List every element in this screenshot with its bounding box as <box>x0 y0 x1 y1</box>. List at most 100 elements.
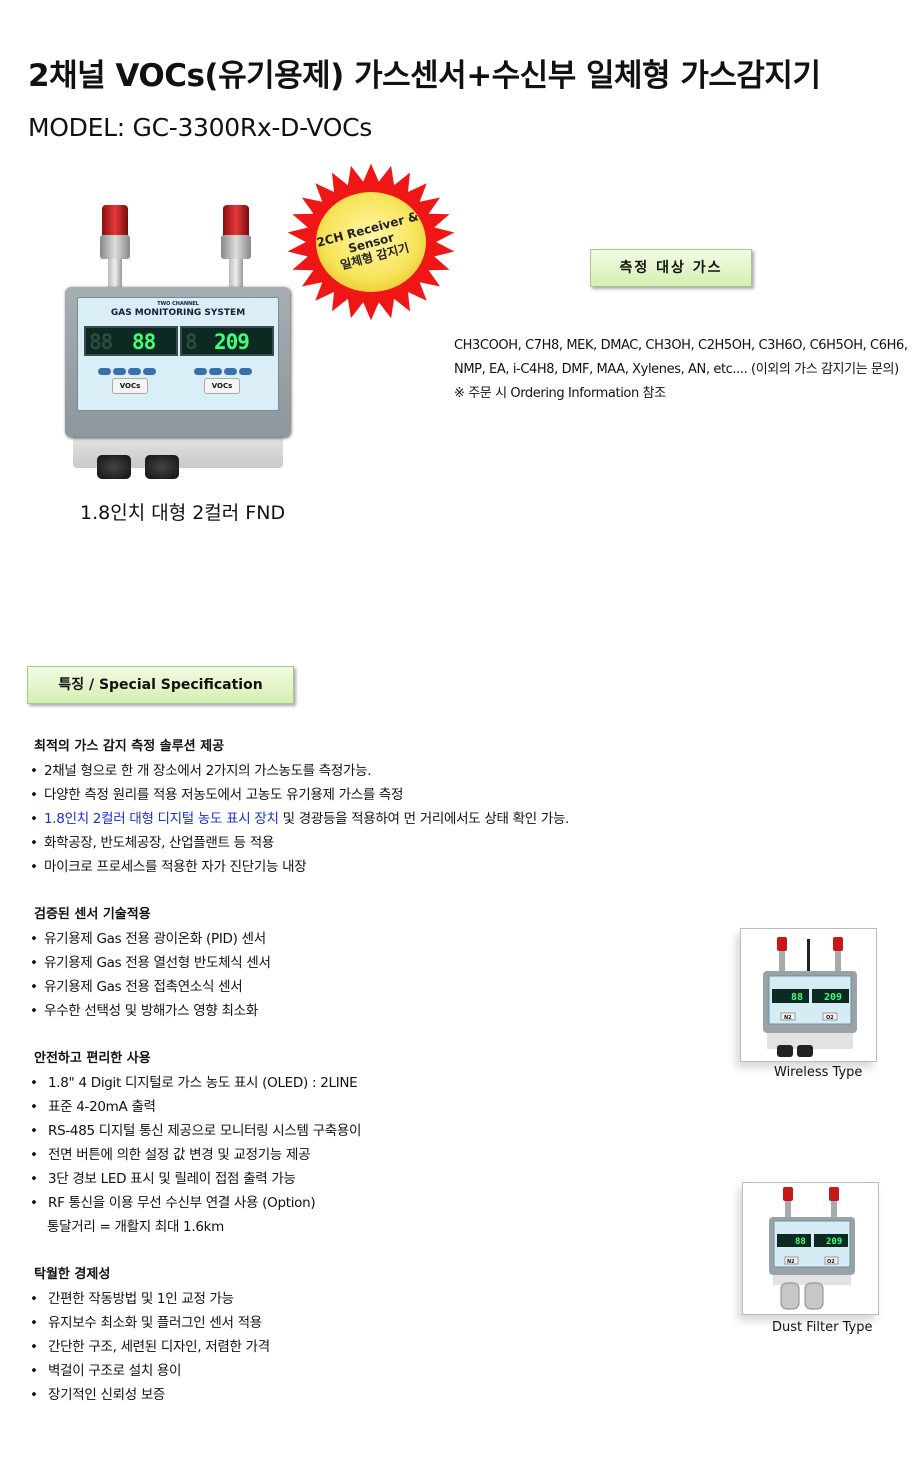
spec-item: •마이크로 프로세스를 적용한 자가 진단기능 내장 <box>30 859 307 875</box>
spec-item: • 벽걸이 구조로 설치 용이 <box>30 1363 182 1379</box>
feature-badge: 2CH Receiver & Sensor 일체형 감지기 <box>281 160 461 325</box>
spec-item-text: 우수한 선택성 및 방해가스 영향 최소화 <box>44 1003 258 1019</box>
spec-item-text: 전면 버튼에 의한 설정 값 변경 및 교정기능 제공 <box>44 1147 311 1163</box>
spec-item-text: 유지보수 최소화 및 플러그인 센서 적용 <box>44 1315 262 1331</box>
display-right: 8 209 <box>180 326 274 356</box>
display-right-value: 209 <box>214 330 250 354</box>
wireless-device-icon: 88 209 N2 O2 <box>763 937 857 1057</box>
dust-filter-device-icon: 88 209 N2 O2 <box>769 1187 855 1310</box>
spec-item-text: 간단한 구조, 세련된 디자인, 저렴한 가격 <box>44 1339 270 1355</box>
mini-ch-right: O2 <box>827 1259 835 1265</box>
starburst-icon <box>287 163 455 321</box>
spec-item: • 전면 버튼에 의한 설정 값 변경 및 교정기능 제공 <box>30 1147 311 1163</box>
panel-button <box>113 368 126 375</box>
warning-light-right <box>223 205 249 237</box>
sensor-cap-left <box>97 455 131 479</box>
spec-item-text: RS-485 디지털 통신 제공으로 모니터링 시스템 구축용이 <box>44 1123 362 1139</box>
mini-ch-right: O2 <box>826 1015 834 1021</box>
display-caption: 1.8인치 대형 2컬러 FND <box>80 502 286 524</box>
mini-display-left: 88 <box>791 992 803 1003</box>
spec-item: • 3단 경보 LED 표시 및 릴레이 접점 출력 가능 <box>30 1171 296 1187</box>
spec-item-text: 표준 4-20mA 출력 <box>44 1099 156 1115</box>
spec-item-text: 간편한 작동방법 및 1인 교정 가능 <box>44 1291 234 1307</box>
spec-item: • RF 통신을 이용 무선 수신부 연결 사용 (Option) <box>30 1195 316 1211</box>
channel-label-right: VOCs <box>204 378 240 394</box>
spec-item-text: 장기적인 신뢰성 보증 <box>44 1387 166 1403</box>
wireless-type-image: 88 209 N2 O2 <box>740 928 877 1062</box>
beacon-pole-right <box>229 259 243 289</box>
panel-button <box>128 368 141 375</box>
display-left-value: 88 <box>132 330 156 354</box>
panel-button <box>239 368 252 375</box>
spec-item-text: RF 통신을 이용 무선 수신부 연결 사용 (Option) <box>44 1195 316 1211</box>
spec-item-continuation: 통달거리 = 개활지 최대 1.6km <box>47 1219 224 1235</box>
spec-heading: 검증된 센서 기술적용 <box>34 907 151 922</box>
warning-light-left <box>102 205 128 237</box>
panel-button <box>194 368 207 375</box>
display-right-dim: 8 <box>185 330 198 354</box>
front-panel: TWO CHANNEL GAS MONITORING SYSTEM 88 88 … <box>77 297 279 411</box>
beacon-base-right <box>221 235 251 259</box>
gas-list: CH3COOH, C7H8, MEK, DMAC, CH3OH, C2H5OH,… <box>454 334 914 406</box>
display-left: 88 88 <box>84 326 178 356</box>
mini-display-left: 88 <box>795 1237 806 1247</box>
spec-item-text: 1.8" 4 Digit 디지털로 가스 농도 표시 (OLED) : 2LIN… <box>44 1075 358 1091</box>
spec-item: • RS-485 디지털 통신 제공으로 모니터링 시스템 구축용이 <box>30 1123 362 1139</box>
mini-display-right: 209 <box>824 992 842 1003</box>
spec-item-text: 및 경광등을 적용하여 먼 거리에서도 상태 확인 가능. <box>278 811 570 827</box>
spec-item: •1.8인치 2컬러 대형 디지털 농도 표시 장치 및 경광등을 적용하여 먼… <box>30 811 570 827</box>
dust-filter-type-caption: Dust Filter Type <box>772 1320 873 1335</box>
mini-ch-left: N2 <box>784 1015 792 1021</box>
target-gas-tag: 측정 대상 가스 <box>590 249 752 287</box>
button-row-right <box>194 360 254 375</box>
gas-line: NMP, EA, i-C4H8, DMF, MAA, Xylenes, AN, … <box>454 362 899 377</box>
beacon-base-left <box>100 235 130 259</box>
spec-item: • 장기적인 신뢰성 보증 <box>30 1387 166 1403</box>
spec-item: •2채널 형으로 한 개 장소에서 2가지의 가스농도를 측정가능. <box>30 763 372 779</box>
page-title: 2채널 VOCs(유기용제) 가스센서+수신부 일체형 가스감지기 <box>28 58 821 94</box>
spec-item-text: 화학공장, 반도체공장, 산업플랜트 등 적용 <box>44 835 274 851</box>
gas-line: CH3COOH, C7H8, MEK, DMAC, CH3OH, C2H5OH,… <box>454 338 908 353</box>
mini-ch-left: N2 <box>787 1259 795 1265</box>
spec-item: •유기용제 Gas 전용 광이온화 (PID) 센서 <box>30 931 266 947</box>
display-left-dim: 88 <box>89 330 113 354</box>
spec-item: •다양한 측정 원리를 적용 저농도에서 고농도 유기용제 가스를 측정 <box>30 787 404 803</box>
spec-item: • 간단한 구조, 세련된 디자인, 저렴한 가격 <box>30 1339 270 1355</box>
spec-item-highlight: 1.8인치 2컬러 대형 디지털 농도 표시 장치 <box>44 811 279 827</box>
channel-label-left: VOCs <box>112 378 148 394</box>
device-enclosure: TWO CHANNEL GAS MONITORING SYSTEM 88 88 … <box>65 287 290 437</box>
spec-item-text: 다양한 측정 원리를 적용 저농도에서 고농도 유기용제 가스를 측정 <box>44 787 404 803</box>
spec-item: •우수한 선택성 및 방해가스 영향 최소화 <box>30 1003 258 1019</box>
button-row-left <box>98 360 158 375</box>
spec-heading: 최적의 가스 감지 측정 솔루션 제공 <box>34 739 225 754</box>
spec-heading: 안전하고 편리한 사용 <box>34 1051 151 1066</box>
spec-item-text: 유기용제 Gas 전용 열선형 반도체식 센서 <box>44 955 271 971</box>
spec-item: •유기용제 Gas 전용 접촉연소식 센서 <box>30 979 243 995</box>
spec-item: •유기용제 Gas 전용 열선형 반도체식 센서 <box>30 955 271 971</box>
device-image: TWO CHANNEL GAS MONITORING SYSTEM 88 88 … <box>65 205 290 480</box>
sensor-cap-right <box>145 455 179 479</box>
panel-button <box>143 368 156 375</box>
spec-item-text: 3단 경보 LED 표시 및 릴레이 접점 출력 가능 <box>44 1171 296 1187</box>
spec-item-text: 2채널 형으로 한 개 장소에서 2가지의 가스농도를 측정가능. <box>44 763 372 779</box>
spec-tag: 특징 / Special Specification <box>27 666 294 704</box>
panel-subheader: TWO CHANNEL <box>157 301 199 307</box>
spec-item: • 1.8" 4 Digit 디지털로 가스 농도 표시 (OLED) : 2L… <box>30 1075 358 1091</box>
model-number: MODEL: GC-3300Rx-D-VOCs <box>28 113 372 142</box>
beacon-pole-left <box>108 259 122 289</box>
panel-button <box>98 368 111 375</box>
spec-item: • 간편한 작동방법 및 1인 교정 가능 <box>30 1291 234 1307</box>
panel-button <box>224 368 237 375</box>
spec-item-text: 마이크로 프로세스를 적용한 자가 진단기능 내장 <box>44 859 307 875</box>
dust-filter-type-image: 88 209 N2 O2 <box>742 1182 879 1315</box>
mini-display-right: 209 <box>826 1237 842 1247</box>
spec-item-text: 유기용제 Gas 전용 접촉연소식 센서 <box>44 979 243 995</box>
spec-item-text: 유기용제 Gas 전용 광이온화 (PID) 센서 <box>44 931 266 947</box>
panel-header: GAS MONITORING SYSTEM <box>110 308 246 318</box>
spec-item-text: 벽걸이 구조로 설치 용이 <box>44 1363 182 1379</box>
spec-item: • 표준 4-20mA 출력 <box>30 1099 156 1115</box>
spec-heading: 탁월한 경제성 <box>34 1267 111 1282</box>
spec-item: • 유지보수 최소화 및 플러그인 센서 적용 <box>30 1315 262 1331</box>
ordering-note: ※ 주문 시 Ordering Information 참조 <box>454 386 666 401</box>
panel-button <box>209 368 222 375</box>
